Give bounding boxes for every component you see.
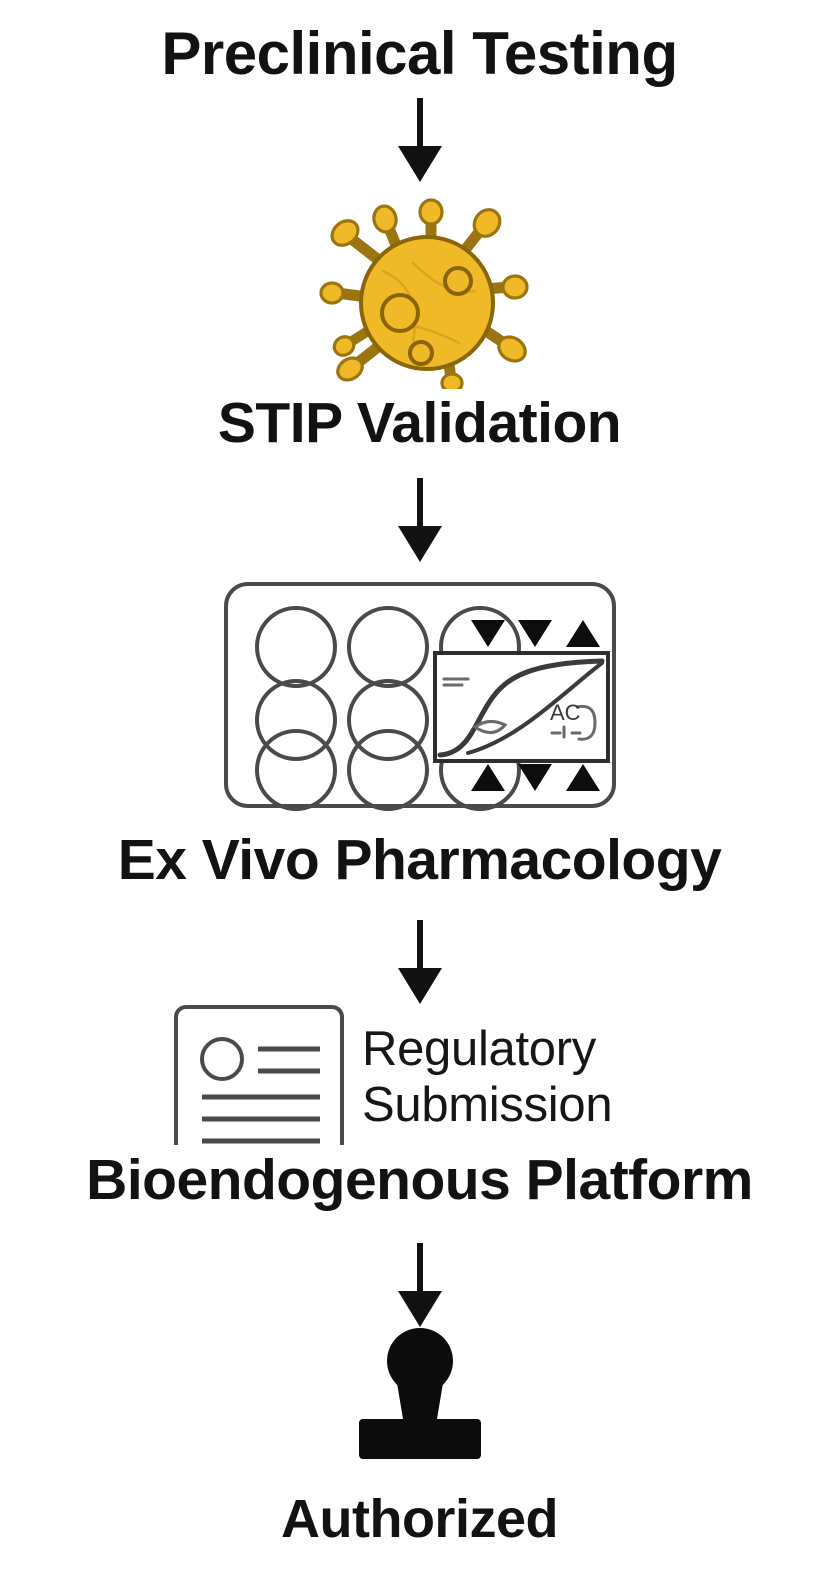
document-icon bbox=[172, 1003, 352, 1145]
step-label-bioendogenous-platform: Bioendogenous Platform bbox=[86, 1148, 753, 1212]
step-label-preclinical-testing: Preclinical Testing bbox=[161, 20, 678, 87]
regulatory-submission-line-2: Submission bbox=[362, 1077, 613, 1132]
connector-arrow-2 bbox=[0, 478, 839, 564]
step-label-regulatory-submission: Regulatory Submission bbox=[362, 1022, 613, 1134]
connector-arrow-3 bbox=[0, 920, 839, 1006]
stamp-icon bbox=[0, 1325, 839, 1465]
step-label-stip-validation: STIP Validation bbox=[217, 391, 622, 455]
step-label-authorized: Authorized bbox=[281, 1489, 558, 1549]
connector-arrow-4 bbox=[0, 1243, 839, 1329]
svg-text:AC: AC bbox=[550, 700, 581, 725]
virus-icon bbox=[0, 193, 839, 389]
regulatory-submission-line-1: Regulatory bbox=[362, 1022, 596, 1076]
connector-arrow-1 bbox=[0, 98, 839, 184]
step-label-ex-vivo-pharmacology: Ex Vivo Pharmacology bbox=[117, 828, 722, 892]
microplate-icon: AC bbox=[0, 575, 839, 815]
